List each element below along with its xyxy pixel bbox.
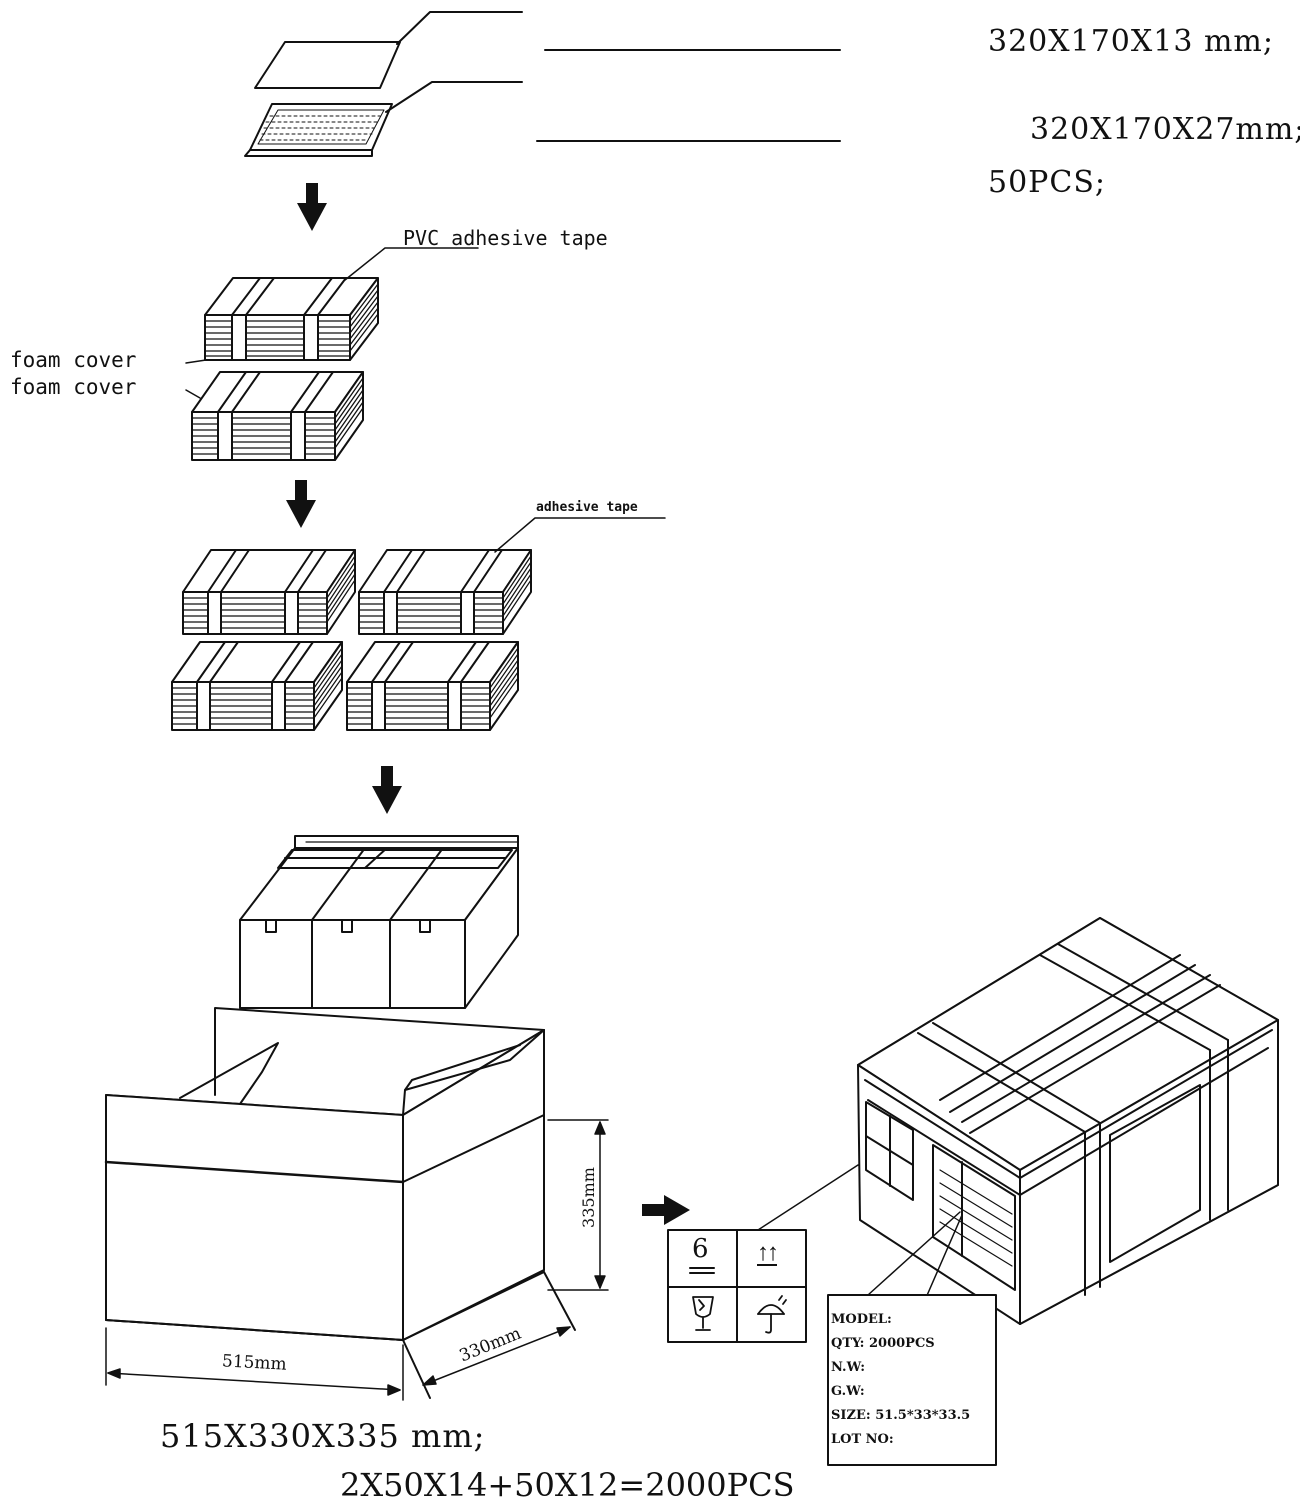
label-foam-cover-2: foam cover [10, 375, 137, 399]
tray-cover [254, 11, 523, 89]
stack-limit-mark: 6 [692, 1234, 709, 1264]
depth-dimension [422, 1326, 571, 1386]
bundle-bottom-left [171, 641, 343, 731]
label-gw: G.W: [831, 1384, 865, 1399]
label-foam-cover-1: foam cover [10, 348, 137, 372]
bundle-top-right [358, 549, 532, 635]
leader-pvc-tape [344, 247, 479, 281]
leader-label-2 [924, 1214, 963, 1301]
keep-dry-umbrella-icon [757, 1295, 787, 1334]
label-adhesive-tape: adhesive tape [536, 500, 638, 515]
tray [244, 81, 523, 157]
right-arrow-icon [642, 1195, 690, 1225]
leader-foam-cover-2 [185, 389, 201, 399]
bundle-top-left [182, 549, 356, 635]
fragile-glass-icon [692, 1296, 714, 1331]
label-model: MODEL: [831, 1312, 892, 1327]
shipping-label-box [827, 1294, 997, 1466]
label-size: SIZE: 51.5*33*33.5 [831, 1408, 971, 1423]
shipping-label: MODEL: QTY: 2000PCS N.W: G.W: SIZE: 51.5… [831, 1308, 970, 1452]
this-way-up-icon: ↑↑ [757, 1239, 779, 1266]
dimension-height-label: 335mm [578, 1167, 598, 1228]
leader-foam-cover-1 [185, 359, 207, 364]
leader-marks [757, 1164, 876, 1231]
label-qty: QTY: 2000PCS [831, 1336, 935, 1351]
bundle-bottom-right [346, 641, 519, 731]
carton-size-text: 515X330X335 mm; [160, 1417, 486, 1455]
label-pvc-tape: PVC adhesive tape [403, 226, 608, 250]
leader-label-1 [867, 1211, 961, 1296]
label-nw: N.W: [831, 1360, 866, 1375]
dimension-width-label: 515mm [221, 1351, 288, 1375]
height-dimension [547, 1119, 609, 1291]
down-arrow-icon [286, 480, 316, 528]
leader-adhesive-tape [494, 517, 666, 553]
tray-stack-upper [204, 277, 379, 361]
spec-tray-qty: 50PCS; [988, 165, 1106, 200]
down-arrow-icon [372, 766, 402, 814]
label-lot: LOT NO: [831, 1432, 894, 1447]
handling-marks [667, 1229, 807, 1343]
spec-cover-size: 320X170X13 mm; [988, 24, 1274, 59]
finished-carton [857, 917, 1279, 1325]
tray-stack-lower [191, 371, 364, 461]
width-dimension [105, 1327, 404, 1401]
carton-qty-text: 2X50X14+50X12=2000PCS [340, 1466, 795, 1504]
outer-carton [104, 1007, 576, 1399]
spec-tray-size: 320X170X27mm; [1030, 112, 1300, 147]
down-arrow-icon [297, 183, 327, 231]
inner-boxes [239, 835, 519, 1009]
